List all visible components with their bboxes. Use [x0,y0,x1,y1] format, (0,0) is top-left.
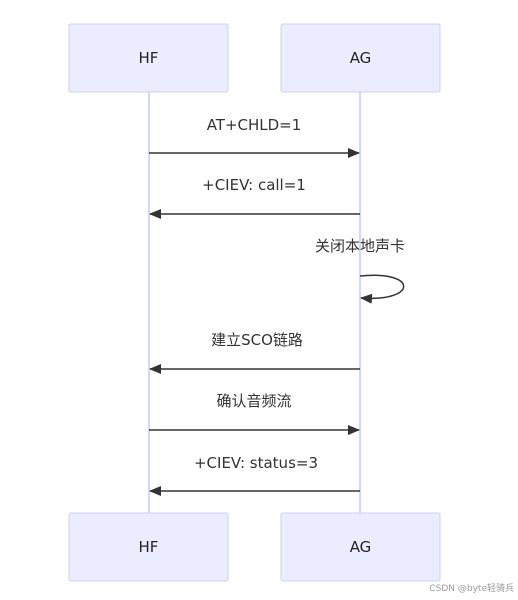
actor-hf-top-label: HF [139,49,159,67]
watermark: CSDN @byte轻骑兵 [429,584,514,594]
message-label-ciev-status: +CIEV: status=3 [194,454,318,472]
message-label-close-sound-card: 关闭本地声卡 [315,237,405,255]
message-label-ciev-call: +CIEV: call=1 [202,176,306,194]
actor-ag-top-label: AG [350,49,372,67]
actor-hf-bottom: HF [68,512,229,582]
message-arrow-close-sound-card [359,274,405,304]
actor-ag-top: AG [280,23,441,93]
message-label-at-chld: AT+CHLD=1 [207,116,302,134]
actor-ag-bottom: AG [280,512,441,582]
actor-hf-bottom-label: HF [139,538,159,556]
actor-ag-bottom-label: AG [350,538,372,556]
message-label-establish-sco: 建立SCO链路 [211,331,303,349]
actor-hf-top: HF [68,23,229,93]
message-label-confirm-audio: 确认音频流 [216,392,291,410]
